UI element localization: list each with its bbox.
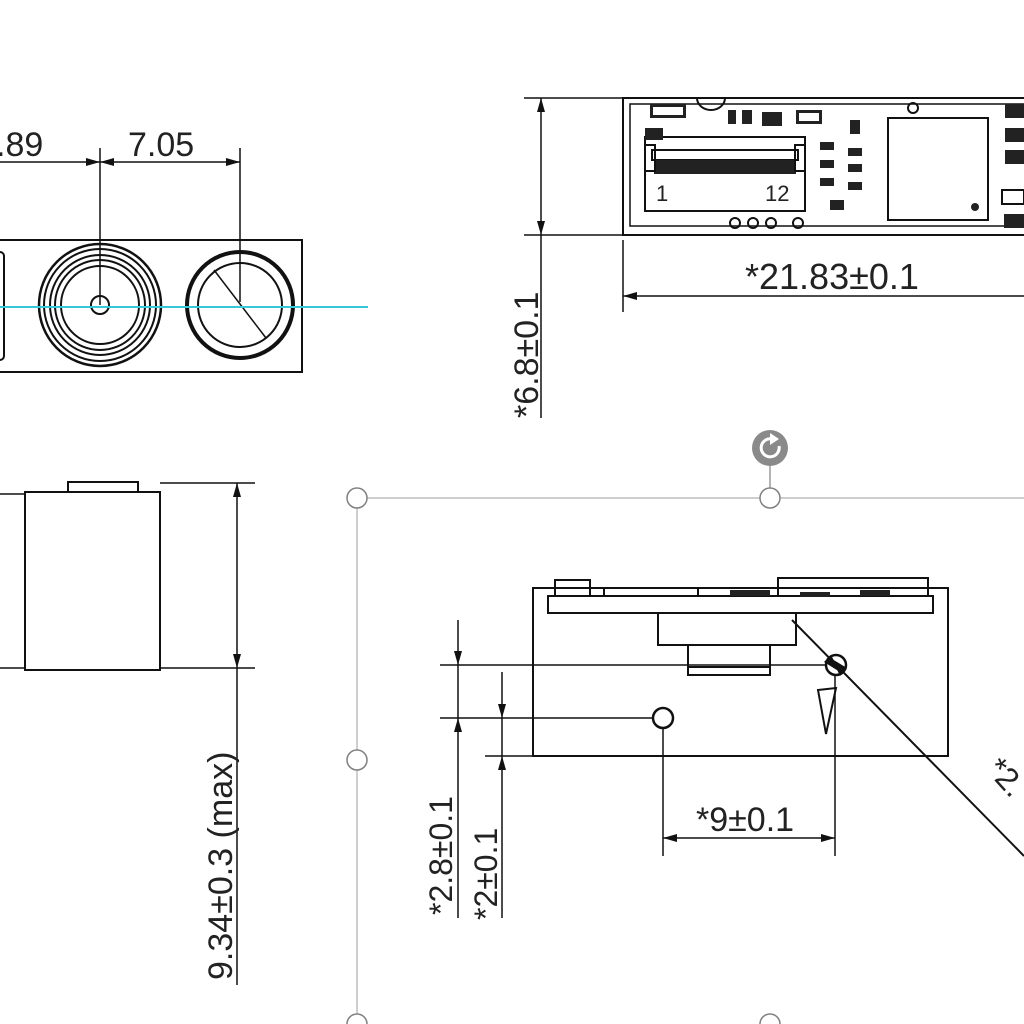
dim-top-height: *6.8±0.1 — [508, 292, 546, 418]
resize-handle-middle-left[interactable] — [346, 749, 368, 771]
sensor-chip — [887, 117, 989, 221]
connector-icon: 1 12 — [644, 136, 806, 212]
dim-hole-upper: *2.8±0.1 — [423, 796, 459, 915]
pin-first-label: 1 — [656, 181, 668, 206]
module-bottom-body — [532, 587, 949, 757]
dim-front-right: 7.05 — [128, 126, 194, 164]
selected-drawing[interactable]: *2. *2.8±0.1 *2±0.1 *9±0.1 — [346, 430, 1024, 1024]
mount-hole-lower — [651, 706, 675, 730]
resize-handle-bottom-center[interactable] — [759, 1013, 781, 1024]
dim-top-width: *21.83±0.1 — [745, 256, 919, 297]
dim-front-left: .89 — [0, 126, 43, 164]
dim-hole-spacing: *9±0.1 — [696, 801, 794, 839]
dim-diagonal-partial: *2. — [980, 751, 1024, 804]
led-window-icon — [185, 250, 295, 360]
pcb-board — [622, 97, 1024, 236]
dim-hole-lower: *2±0.1 — [468, 828, 504, 920]
side-view: 9.34±0.3 (max) — [0, 481, 255, 985]
lens-icon — [37, 242, 163, 368]
rotate-icon[interactable] — [752, 430, 788, 466]
front-view: .89 7.05 — [0, 126, 368, 373]
resize-handle-top-left[interactable] — [346, 487, 368, 509]
resize-handle-top-center[interactable] — [759, 487, 781, 509]
top-view: *6.8±0.1 1 12 — [508, 97, 1024, 418]
dim-side-height: 9.34±0.3 (max) — [202, 752, 240, 980]
module-side-body — [24, 491, 161, 671]
pin-last-label: 12 — [765, 181, 789, 206]
resize-handle-bottom-left[interactable] — [346, 1013, 368, 1024]
